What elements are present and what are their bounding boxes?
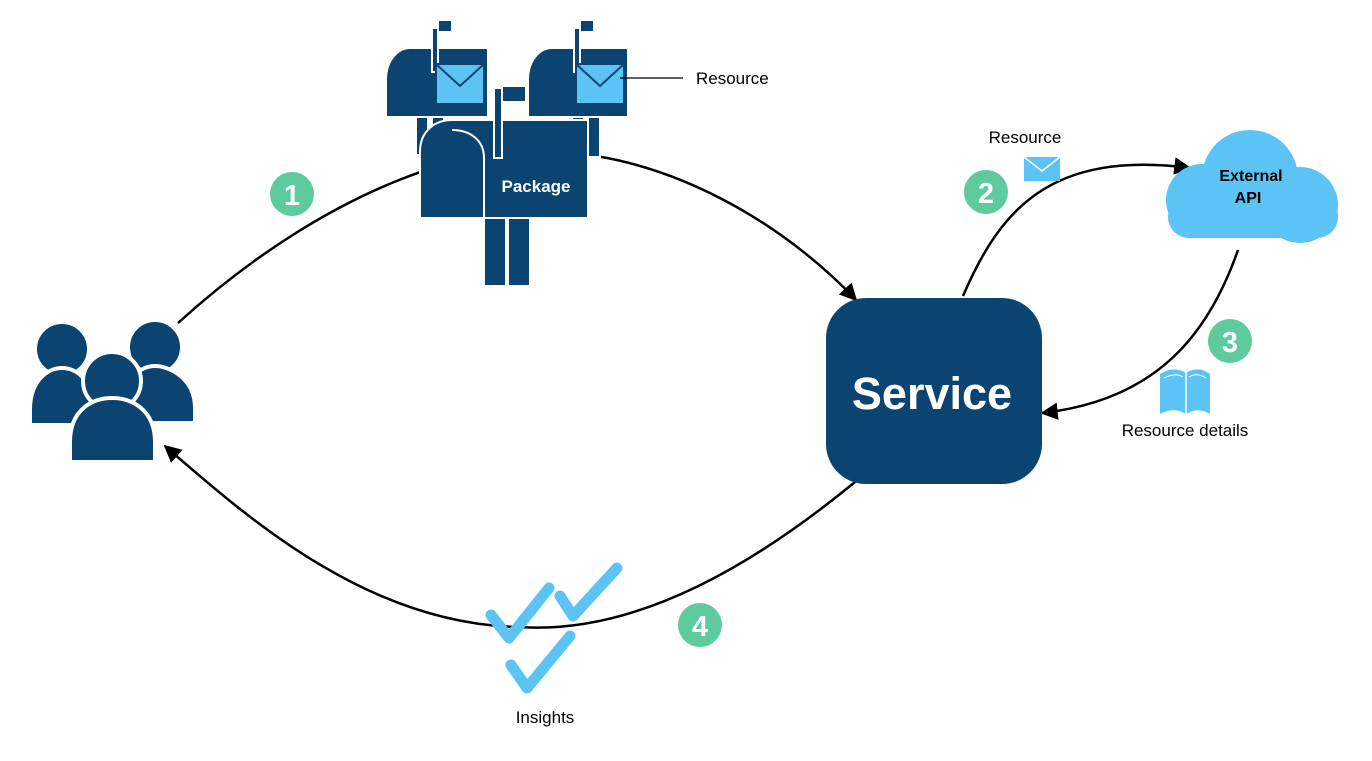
- cloud-icon: [1166, 130, 1338, 243]
- checkmark-icon: [485, 562, 623, 694]
- arrow-service-to-users: [163, 444, 856, 629]
- book-icon: [1160, 369, 1210, 414]
- arrow-api-to-service: [1040, 249, 1240, 420]
- step-badge-2: 2: [964, 170, 1008, 214]
- users-group-icon: [28, 318, 197, 464]
- package-label: Package: [502, 177, 571, 196]
- external-api-label-line1: External: [1219, 168, 1282, 185]
- svg-text:2: 2: [978, 178, 994, 210]
- envelope-icon: [435, 63, 625, 105]
- step-badge-1: 1: [270, 172, 314, 216]
- svg-text:3: 3: [1222, 327, 1238, 359]
- envelope-icon: [1023, 156, 1061, 181]
- step-badge-4: 4: [678, 603, 722, 647]
- svg-text:1: 1: [284, 180, 300, 212]
- service-label: Service: [852, 368, 1012, 419]
- arrow-service-to-api: [961, 157, 1192, 297]
- resource-callout-label: Resource: [696, 69, 769, 88]
- mailbox-icon: [385, 19, 629, 287]
- insights-label: Insights: [516, 708, 575, 727]
- svg-text:4: 4: [692, 611, 708, 643]
- external-api-label-line2: API: [1235, 190, 1262, 207]
- resource-details-label: Resource details: [1122, 421, 1249, 440]
- resource-sent-label: Resource: [989, 128, 1062, 147]
- service-node: [826, 298, 1042, 484]
- step-badge-3: 3: [1208, 319, 1252, 363]
